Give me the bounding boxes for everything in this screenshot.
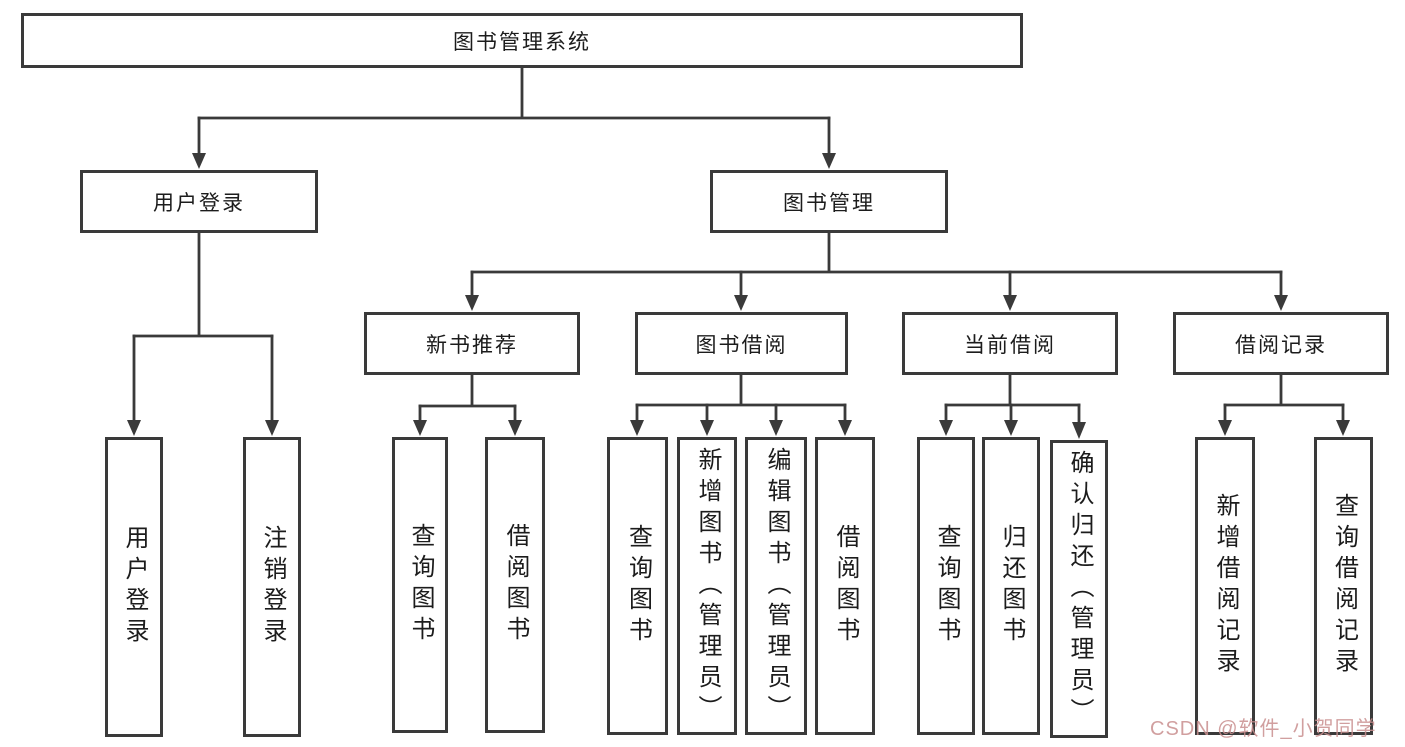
node-label: 确认归还（管理员） xyxy=(1066,449,1093,729)
node-current-borrow: 当前借阅 xyxy=(902,312,1118,375)
node-new-book-recommend: 新书推荐 xyxy=(364,312,580,375)
leaf-user-login: 用户登录 xyxy=(105,437,163,737)
node-label: 查询图书 xyxy=(407,523,434,647)
node-user-login: 用户登录 xyxy=(80,170,318,233)
leaf-return-book: 归还图书 xyxy=(982,437,1040,735)
leaf-edit-book-admin: 编辑图书（管理员） xyxy=(745,437,807,735)
node-label: 借阅图书 xyxy=(502,523,529,647)
node-label: 用户登录 xyxy=(153,191,245,215)
node-library-management-system: 图书管理系统 xyxy=(21,13,1023,68)
node-label: 新书推荐 xyxy=(426,333,518,357)
node-label: 图书借阅 xyxy=(695,333,788,357)
leaf-confirm-return-admin: 确认归还（管理员） xyxy=(1050,440,1108,738)
node-book-borrow: 图书借阅 xyxy=(635,312,848,375)
connector-book-management-to-level3 xyxy=(465,233,1288,311)
leaf-borrow-book: 借阅图书 xyxy=(815,437,875,735)
connector-user-login-to-leaves xyxy=(127,233,279,436)
leaf-add-borrow-record: 新增借阅记录 xyxy=(1195,437,1255,735)
node-label: 新增图书（管理员） xyxy=(694,446,721,726)
node-label: 用户登录 xyxy=(121,525,148,649)
leaf-add-book-admin: 新增图书（管理员） xyxy=(677,437,737,735)
leaf-logout: 注销登录 xyxy=(243,437,301,737)
node-book-management: 图书管理 xyxy=(710,170,948,233)
node-label: 查询借阅记录 xyxy=(1330,493,1358,679)
node-label: 当前借阅 xyxy=(964,333,1056,357)
csdn-watermark: CSDN @软件_小贺同学 xyxy=(1150,718,1377,740)
node-label: 借阅图书 xyxy=(832,524,859,648)
leaf-query-book-recommend: 查询图书 xyxy=(392,437,448,733)
connector-current-borrow-to-leaves xyxy=(939,375,1086,439)
node-label: 编辑图书（管理员） xyxy=(763,446,790,726)
node-label: 图书管理 xyxy=(783,191,875,215)
node-label: 图书管理系统 xyxy=(453,30,591,54)
node-label: 归还图书 xyxy=(998,524,1025,648)
connector-root-to-level2 xyxy=(192,68,836,169)
node-label: 借阅记录 xyxy=(1235,333,1327,357)
node-label: 查询图书 xyxy=(933,524,960,648)
connector-borrow-records-to-leaves xyxy=(1218,375,1350,436)
leaf-query-book: 查询图书 xyxy=(607,437,668,735)
leaf-query-borrow-record: 查询借阅记录 xyxy=(1314,437,1373,735)
node-label: 新增借阅记录 xyxy=(1212,493,1239,679)
connector-book-borrow-to-leaves xyxy=(630,375,852,436)
node-borrow-records: 借阅记录 xyxy=(1173,312,1389,375)
node-label: 注销登录 xyxy=(259,525,286,649)
node-label: 查询图书 xyxy=(624,524,652,648)
leaf-borrow-book-recommend: 借阅图书 xyxy=(485,437,545,733)
leaf-query-book-current: 查询图书 xyxy=(917,437,975,735)
connector-new-book-to-leaves xyxy=(413,375,522,436)
